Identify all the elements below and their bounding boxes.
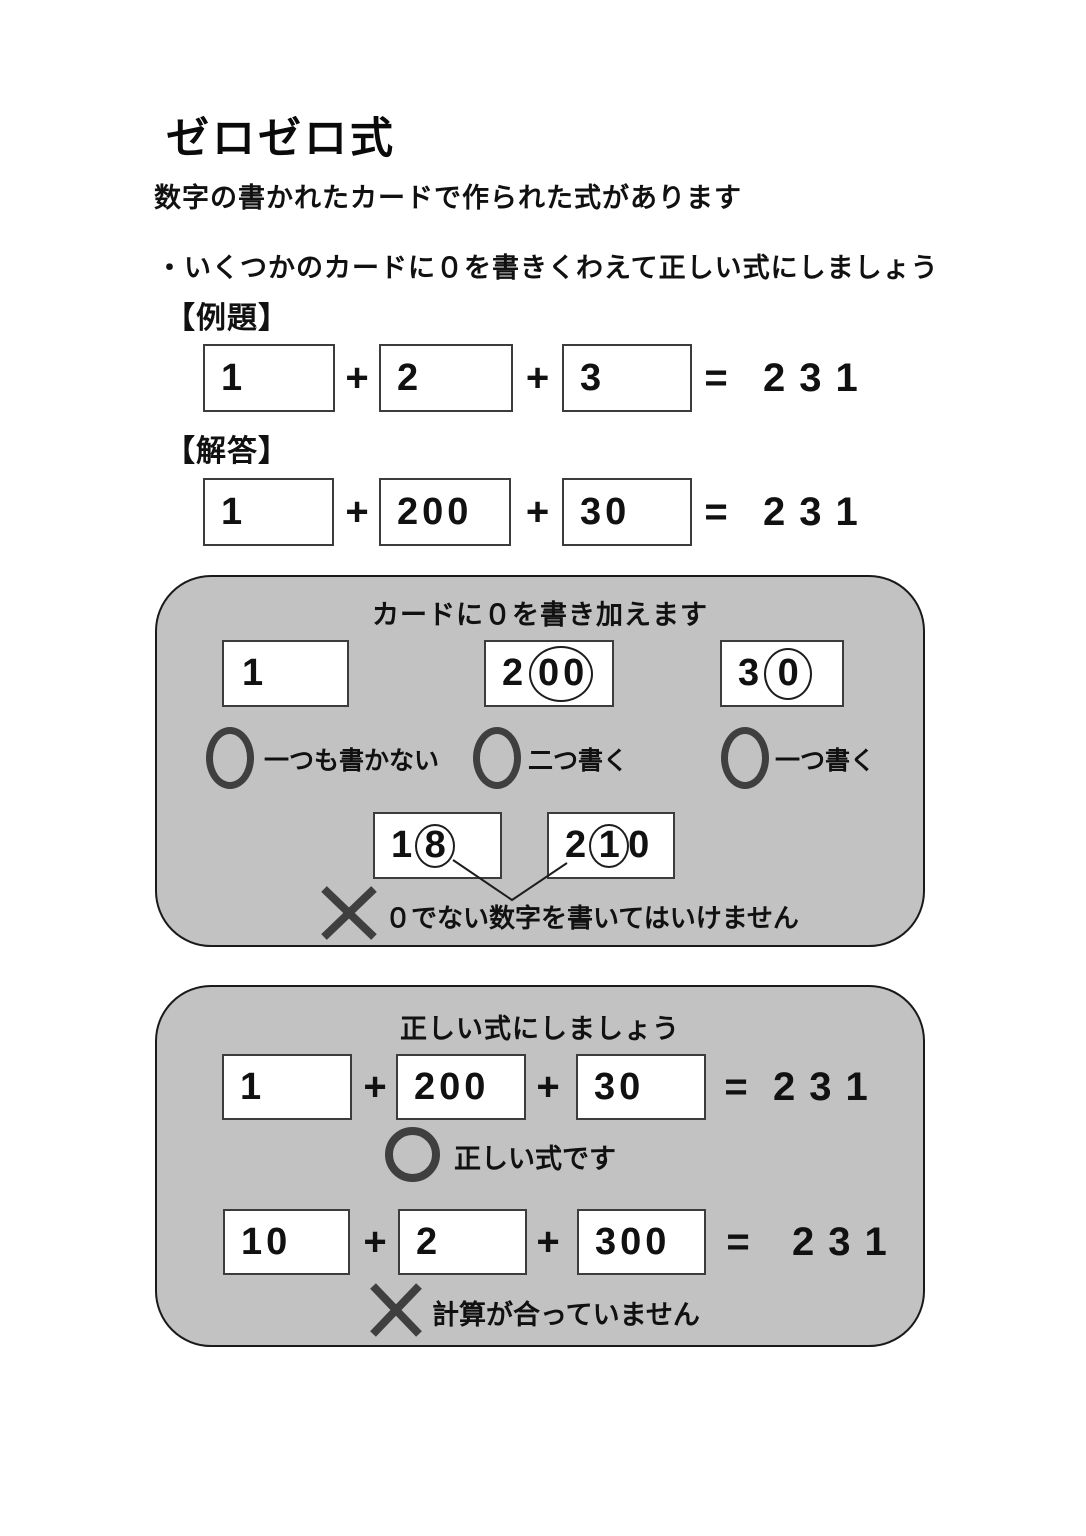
correct-equation-panel: 正しい式にしましょう 1 + 200 + 30 = 231 正しい式です 10 … (155, 985, 925, 1347)
equation-result: 231 (773, 1064, 882, 1109)
number-card: 200 (396, 1054, 526, 1120)
number-card: 10 (223, 1209, 350, 1275)
equals-sign: = (726, 1219, 750, 1264)
card-digits: 1 (391, 824, 417, 866)
card-digits: 0 (628, 824, 654, 866)
page-title: ゼロゼロ式 (166, 115, 396, 163)
number-card: 1 (222, 640, 349, 707)
panel-title: 正しい式にしましょう (400, 1014, 680, 1044)
number-card: 2 (398, 1209, 527, 1275)
x-mark-icon (321, 886, 377, 940)
verdict-text: 正しい式です (454, 1144, 616, 1174)
card-digits: 3 (738, 652, 764, 694)
answer-heading: 【解答】 (165, 435, 289, 468)
plus-sign: + (345, 489, 369, 534)
instruction-text: ・いくつかのカードに０を書きくわえて正しい式にしましょう (156, 253, 939, 283)
circled-bad-digit: 1 (589, 823, 630, 868)
intro-text: 数字の書かれたカードで作られた式があります (154, 183, 742, 213)
x-mark-icon (370, 1283, 422, 1337)
card-digits: 2 (502, 652, 528, 694)
warning-text: ０でない数字を書いてはいけません (385, 903, 799, 933)
plus-sign: + (525, 489, 550, 534)
plus-sign: + (345, 355, 369, 400)
plus-sign: + (536, 1064, 560, 1109)
equation-result: 231 (763, 355, 872, 400)
panel-title: カードに０を書き加えます (372, 600, 708, 630)
number-card: 200 (379, 478, 511, 546)
circled-zeros: 00 (529, 645, 594, 702)
plus-sign: + (536, 1219, 560, 1264)
number-card: 1 (203, 344, 335, 412)
circle-mark-icon (721, 727, 769, 789)
number-card: 3 (562, 344, 692, 412)
card-digits: 2 (565, 824, 591, 866)
circle-mark-icon (206, 727, 254, 789)
number-card: 300 (577, 1209, 706, 1275)
number-card: 1 (203, 478, 334, 546)
number-card: 30 (576, 1054, 706, 1120)
circled-bad-digit: 8 (415, 823, 456, 868)
equals-sign: = (724, 1064, 748, 1109)
equals-sign: = (704, 489, 728, 534)
circled-zero: 0 (764, 647, 813, 700)
number-card: 1 (222, 1054, 352, 1120)
equals-sign: = (704, 355, 728, 400)
circle-mark-icon (473, 727, 521, 789)
equation-result: 231 (763, 489, 872, 534)
legend-label: 一つ書く (775, 747, 876, 775)
number-card: 2 (379, 344, 513, 412)
legend-label: 一つも書かない (264, 747, 440, 775)
legend-label: 二つ書く (528, 747, 629, 775)
plus-sign: + (363, 1064, 387, 1109)
plus-sign: + (363, 1219, 387, 1264)
equation-result: 231 (792, 1219, 901, 1264)
example-heading: 【例題】 (165, 302, 289, 335)
correct-mark-icon (385, 1127, 440, 1182)
number-card: 30 (562, 478, 692, 546)
verdict-text: 計算が合っていません (432, 1300, 700, 1330)
plus-sign: + (525, 355, 550, 400)
